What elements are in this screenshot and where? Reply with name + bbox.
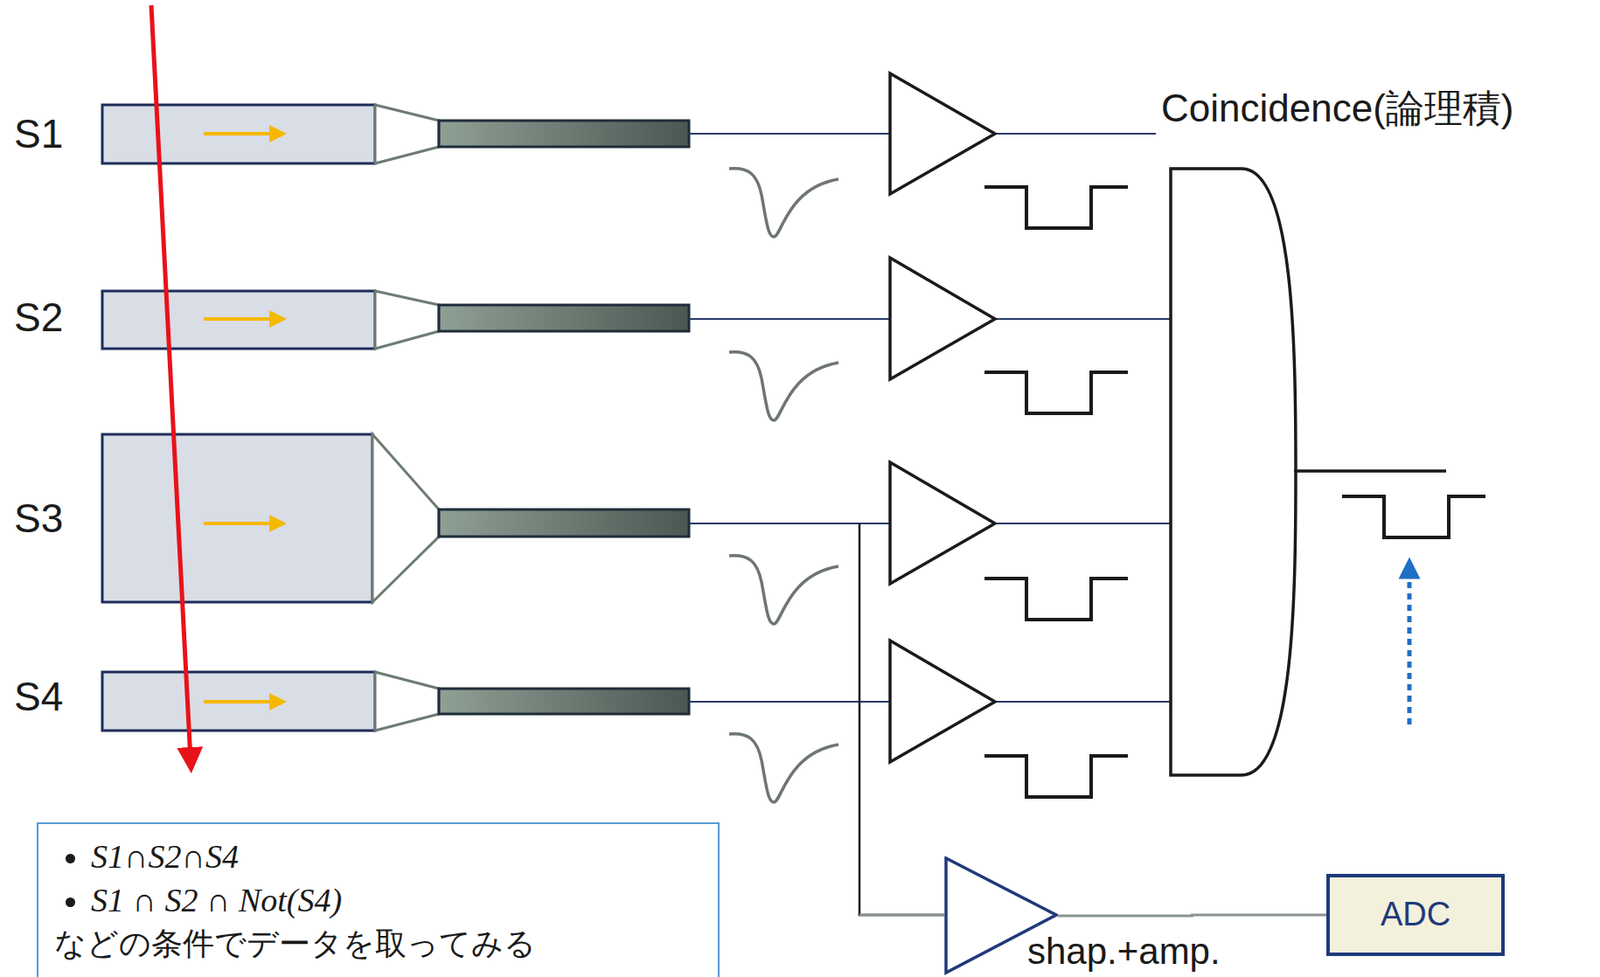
wire bbox=[994, 701, 1171, 703]
detector-label: S3 bbox=[13, 496, 63, 542]
light-arrow bbox=[203, 317, 279, 321]
analog-pulses bbox=[729, 168, 839, 803]
logic-pulse bbox=[984, 187, 1128, 229]
detector-label: S2 bbox=[13, 295, 63, 341]
wire bbox=[688, 318, 891, 320]
discriminator-symbol bbox=[890, 640, 995, 763]
gate-label: Coincidence(論理積) bbox=[1161, 87, 1514, 130]
wire bbox=[994, 132, 1156, 135]
wire bbox=[994, 522, 1171, 525]
and-gate bbox=[1170, 168, 1296, 776]
light-arrow bbox=[203, 700, 279, 704]
light-guide bbox=[375, 104, 439, 164]
bullet-list: S1∩S2∩S4S1 ∩ S2 ∩ Not(S4) bbox=[38, 834, 701, 923]
adc-box: ADC bbox=[1326, 874, 1505, 957]
particle-track bbox=[151, 5, 191, 761]
pmt bbox=[438, 305, 689, 332]
amplifier-label: shap.+amp. bbox=[1027, 932, 1221, 973]
branch-wire bbox=[859, 914, 945, 918]
analog-pulse bbox=[729, 734, 839, 803]
logic-pulse bbox=[984, 578, 1128, 620]
scintillator bbox=[102, 434, 373, 603]
scintillator bbox=[102, 104, 376, 164]
wire bbox=[688, 132, 891, 135]
discriminator-symbol bbox=[890, 462, 995, 585]
pmt bbox=[438, 120, 689, 147]
amplifier-node: shap.+amp. bbox=[944, 856, 1242, 977]
light-arrow bbox=[203, 132, 279, 136]
detector-label: S4 bbox=[13, 674, 63, 720]
detector-label: S1 bbox=[13, 111, 63, 157]
pointer-arrow bbox=[1407, 568, 1413, 725]
logic-pulse bbox=[984, 372, 1128, 414]
wire bbox=[994, 318, 1171, 320]
light-arrows bbox=[203, 133, 279, 703]
adc-label: ADC bbox=[1380, 897, 1451, 934]
condition-text: S1 ∩ S2 ∩ Not(S4) bbox=[90, 878, 701, 923]
light-guides bbox=[372, 104, 439, 731]
logic-pulse bbox=[984, 756, 1128, 798]
light-guide bbox=[375, 291, 439, 349]
photomultipliers bbox=[438, 120, 689, 715]
pmt bbox=[438, 509, 689, 537]
note-text: などの条件でデータを取ってみる bbox=[38, 922, 701, 967]
scintillator bbox=[102, 672, 376, 731]
analog-pulse bbox=[729, 352, 839, 421]
logic-pulses bbox=[984, 187, 1486, 798]
light-guide bbox=[372, 434, 439, 603]
analog-pulse bbox=[729, 168, 839, 237]
discriminator-symbol bbox=[890, 73, 995, 195]
pmt bbox=[438, 688, 689, 715]
signal-wire bbox=[1057, 915, 1327, 917]
light-arrow bbox=[203, 521, 279, 526]
discriminators bbox=[890, 73, 995, 763]
light-guide bbox=[375, 672, 439, 731]
analog-pulse bbox=[729, 556, 839, 625]
scintillator bbox=[102, 291, 376, 349]
wire bbox=[1293, 469, 1447, 474]
note-box: S1∩S2∩S4S1 ∩ S2 ∩ Not(S4)などの条件でデータを取ってみる bbox=[36, 822, 720, 977]
condition-text: S1∩S2∩S4 bbox=[90, 834, 701, 879]
wires bbox=[688, 133, 1171, 703]
discriminator-symbol bbox=[890, 257, 995, 380]
logic-pulse bbox=[1342, 496, 1486, 538]
scintillators bbox=[102, 104, 376, 731]
